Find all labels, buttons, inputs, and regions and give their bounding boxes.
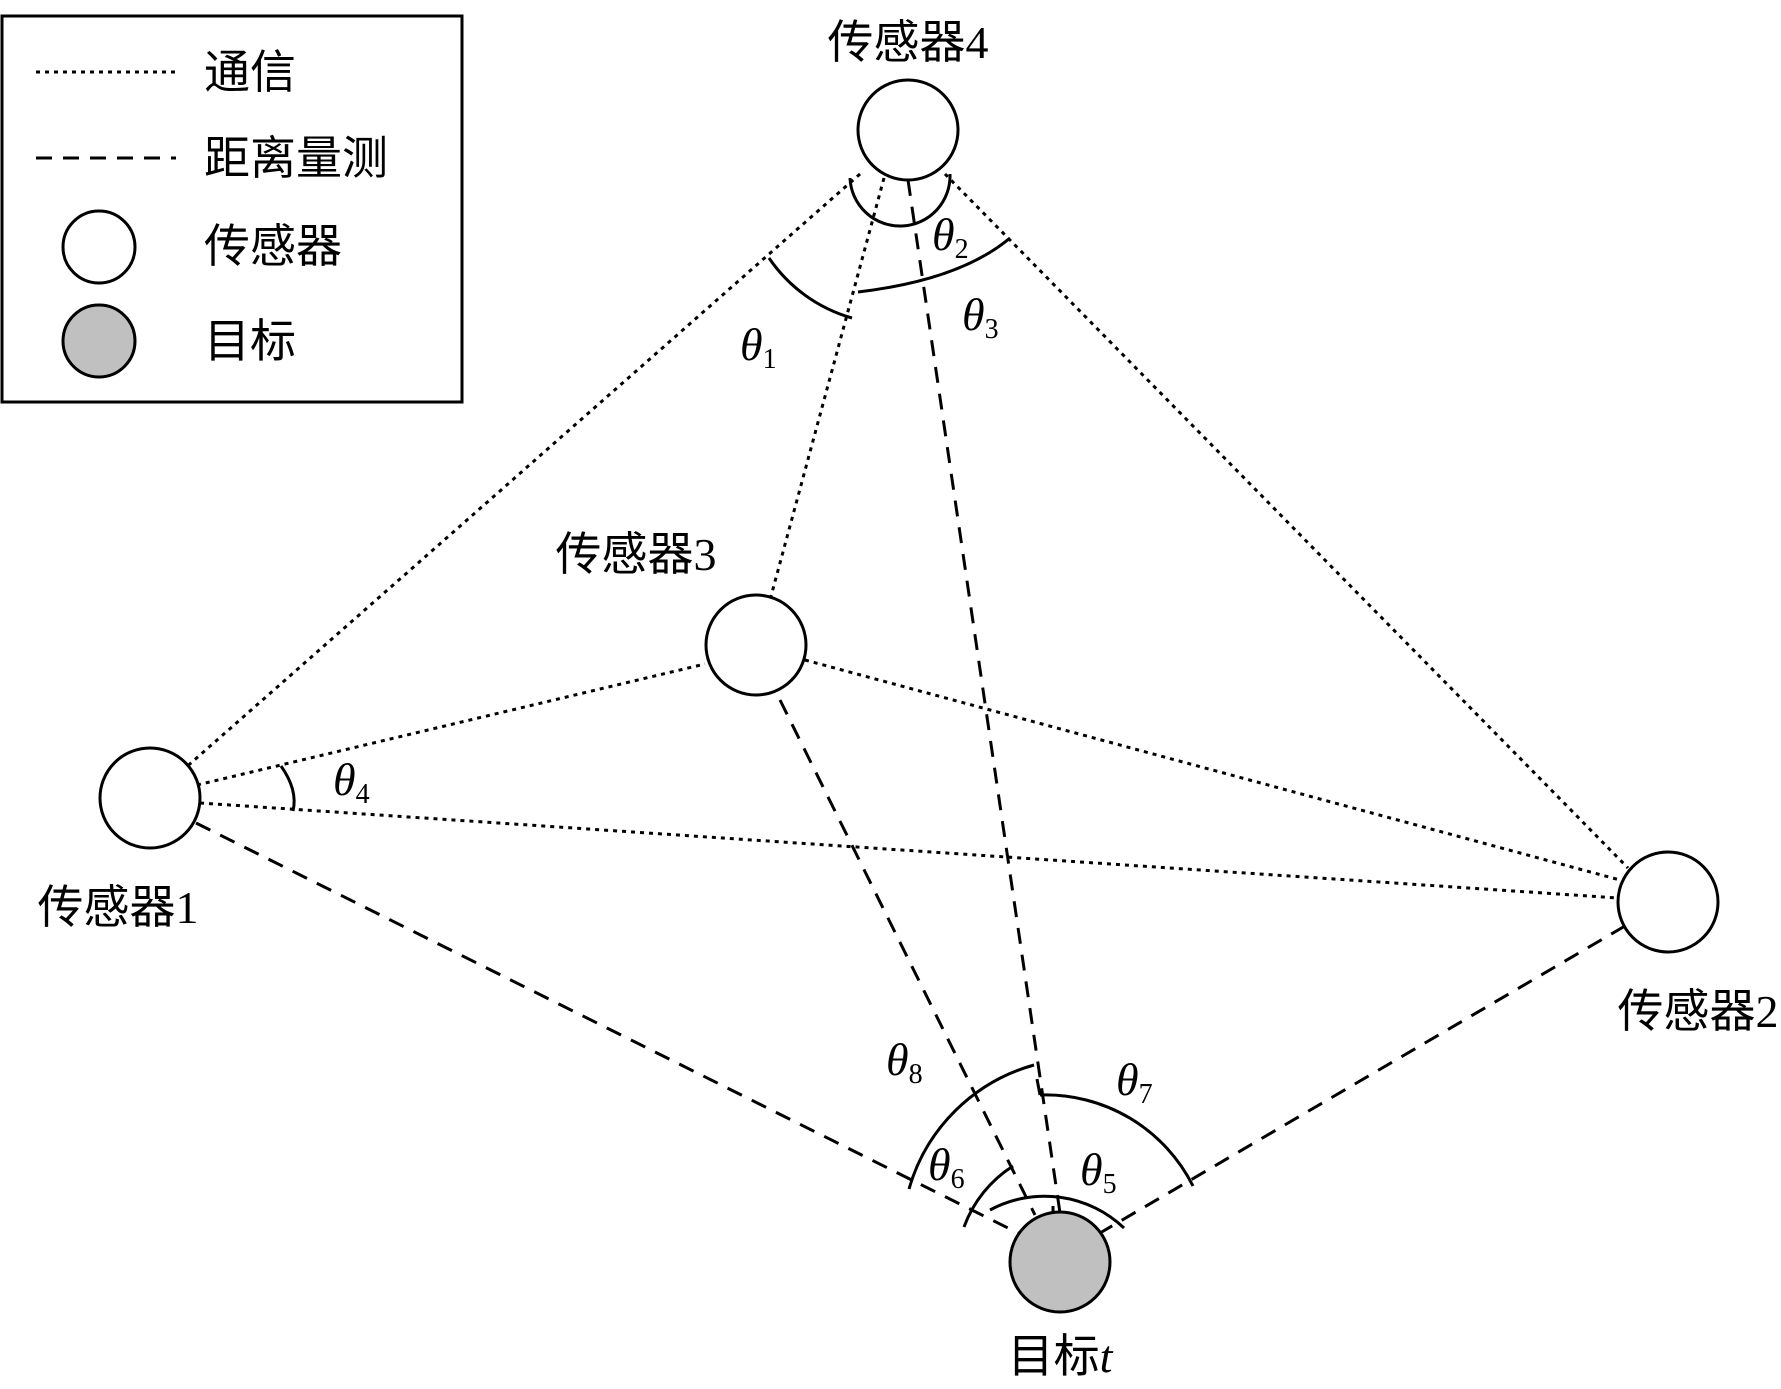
legend-label-sensor: 传感器 bbox=[204, 221, 342, 272]
arc-theta1 bbox=[767, 257, 853, 320]
target-label: 目标t bbox=[1008, 1331, 1114, 1382]
sensor-4-circle bbox=[856, 78, 960, 182]
link-s4-s1 bbox=[182, 172, 861, 772]
theta5-label: θ5 bbox=[1080, 1144, 1117, 1200]
link-s4-s2 bbox=[943, 172, 1630, 870]
measure-s2-target bbox=[1099, 924, 1626, 1235]
arc-theta4 bbox=[279, 765, 296, 812]
legend-label-distance: 距离量测 bbox=[204, 133, 388, 184]
communication-links bbox=[182, 172, 1630, 900]
angle-arcs bbox=[279, 173, 1195, 1230]
theta2-label: θ2 bbox=[932, 209, 969, 265]
arc-theta2 bbox=[848, 173, 952, 228]
sensor-3-circle bbox=[704, 593, 808, 697]
node-labels: 传感器4 传感器3 传感器1 传感器2 目标t bbox=[38, 17, 1779, 1382]
sensor-2-circle bbox=[1616, 850, 1720, 954]
target-circle bbox=[1008, 1210, 1112, 1314]
legend: 通信 距离量测 传感器 目标 bbox=[0, 14, 464, 404]
theta3-label: θ3 bbox=[962, 289, 999, 345]
arc-theta3 bbox=[857, 236, 1011, 294]
theta6-label: θ6 bbox=[928, 1139, 965, 1195]
theta1-label: θ1 bbox=[740, 319, 777, 375]
legend-target-sample bbox=[61, 303, 137, 379]
sensor-4-label: 传感器4 bbox=[828, 17, 989, 68]
link-s1-s3 bbox=[196, 662, 706, 787]
legend-label-target: 目标 bbox=[204, 316, 296, 367]
sensor-3-label: 传感器3 bbox=[556, 529, 717, 580]
theta4-label: θ4 bbox=[333, 754, 370, 810]
link-s3-s2 bbox=[804, 658, 1621, 882]
theta7-label: θ7 bbox=[1116, 1054, 1153, 1110]
arc-theta7-tick bbox=[1035, 1078, 1042, 1096]
arc-theta8 bbox=[907, 1063, 1035, 1190]
measure-s3-target bbox=[778, 699, 1037, 1216]
measure-s1-target bbox=[195, 821, 1019, 1235]
link-s4-s3 bbox=[768, 177, 886, 601]
target-label-text: 目标 bbox=[1008, 1331, 1100, 1382]
arc-theta6 bbox=[962, 1164, 1014, 1228]
distance-measurements bbox=[195, 179, 1626, 1235]
angle-labels: θ1 θ2 θ3 θ4 θ5 θ6 θ7 θ8 bbox=[333, 209, 1153, 1200]
theta8-label: θ8 bbox=[886, 1034, 923, 1090]
sensor-1-label: 传感器1 bbox=[38, 882, 199, 933]
sensor-2-label: 传感器2 bbox=[1618, 986, 1779, 1037]
measure-s4-target bbox=[906, 179, 1062, 1214]
legend-label-communication: 通信 bbox=[204, 47, 296, 98]
target-label-italic: t bbox=[1100, 1331, 1114, 1382]
legend-sensor-sample bbox=[61, 209, 137, 285]
sensor-nodes bbox=[98, 78, 1720, 1314]
sensor-1-circle bbox=[98, 746, 202, 850]
link-s1-s2 bbox=[199, 801, 1619, 900]
arc-theta7 bbox=[1039, 1093, 1195, 1187]
arc-theta5 bbox=[989, 1194, 1126, 1230]
